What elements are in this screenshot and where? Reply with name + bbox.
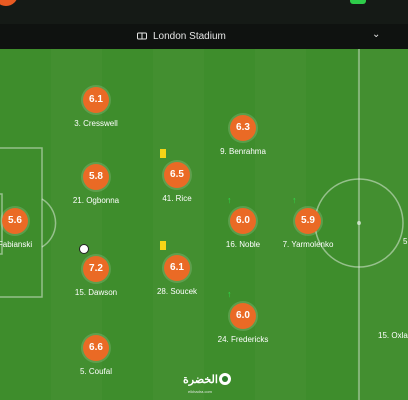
player-name: 16. Noble bbox=[225, 240, 261, 249]
player-rating: 6.1 bbox=[164, 255, 190, 281]
player-soucek[interactable]: 6.1 28. Soucek bbox=[132, 255, 222, 296]
player-name-partial: 15. Oxla bbox=[378, 331, 408, 340]
player-name: 5. Coufal bbox=[79, 367, 113, 376]
player-coufal[interactable]: 6.6 5. Coufal bbox=[51, 335, 141, 376]
venue-name: London Stadium bbox=[153, 31, 226, 42]
match-header-bar bbox=[0, 0, 408, 24]
player-rating: 6.5 bbox=[164, 162, 190, 188]
player-fabianski[interactable]: 5.6 Fabianski bbox=[0, 208, 60, 249]
player-rating: 7.2 bbox=[83, 256, 109, 282]
site-logo bbox=[219, 373, 231, 385]
chevron-down-icon[interactable]: ⌄ bbox=[372, 29, 381, 40]
player-name: Fabianski bbox=[0, 240, 33, 249]
player-fredericks[interactable]: 6.0 24. Fredericks bbox=[198, 303, 288, 344]
player-rating: 5.9 bbox=[295, 208, 321, 234]
yellow-card-icon bbox=[160, 149, 166, 158]
player-name: 21. Ogbonna bbox=[72, 196, 120, 205]
player-rating: 6.0 bbox=[230, 208, 256, 234]
stadium-icon bbox=[137, 32, 147, 40]
watermark-sub: elkhadra.com bbox=[188, 389, 213, 394]
sub-arrow-icon: ↑ bbox=[227, 289, 232, 299]
player-rating: 6.3 bbox=[230, 115, 256, 141]
player-rice[interactable]: 6.5 41. Rice bbox=[132, 162, 222, 203]
sub-arrow-icon: ↑ bbox=[292, 195, 297, 205]
player-yarmolenko[interactable]: 5.9 7. Yarmolenko bbox=[263, 208, 353, 249]
player-name: 7. Yarmolenko bbox=[282, 240, 334, 249]
venue-bar[interactable]: London Stadium ⌄ bbox=[0, 24, 408, 49]
player-rating: 6.1 bbox=[83, 87, 109, 113]
player-name-partial: 5 bbox=[403, 237, 408, 246]
yellow-card-icon bbox=[160, 241, 166, 250]
player-noble[interactable]: 6.0 16. Noble bbox=[198, 208, 288, 249]
player-name: 9. Benrahma bbox=[220, 147, 266, 156]
player-benrahma[interactable]: 6.3 9. Benrahma bbox=[198, 115, 288, 156]
team-badge bbox=[0, 0, 18, 6]
player-ogbonna[interactable]: 5.8 21. Ogbonna bbox=[51, 164, 141, 205]
player-dawson[interactable]: 7.2 15. Dawson bbox=[51, 256, 141, 297]
goal-ball-icon bbox=[79, 244, 89, 254]
player-cresswell[interactable]: 6.1 3. Cresswell bbox=[51, 87, 141, 128]
player-rating: 6.0 bbox=[230, 303, 256, 329]
watermark-text: الخضرة bbox=[183, 374, 218, 386]
status-indicator bbox=[350, 0, 366, 4]
player-name: 28. Soucek bbox=[156, 287, 198, 296]
player-name: 3. Cresswell bbox=[74, 119, 118, 128]
player-name: 41. Rice bbox=[162, 194, 192, 203]
player-name: 24. Fredericks bbox=[217, 335, 269, 344]
player-rating: 5.6 bbox=[2, 208, 28, 234]
pitch: 6.1 3. Cresswell 5.8 21. Ogbonna 5.6 Fab… bbox=[0, 49, 408, 400]
player-rating: 5.8 bbox=[83, 164, 109, 190]
sub-arrow-icon: ↑ bbox=[227, 195, 232, 205]
player-rating: 6.6 bbox=[83, 335, 109, 361]
player-name: 15. Dawson bbox=[74, 288, 118, 297]
